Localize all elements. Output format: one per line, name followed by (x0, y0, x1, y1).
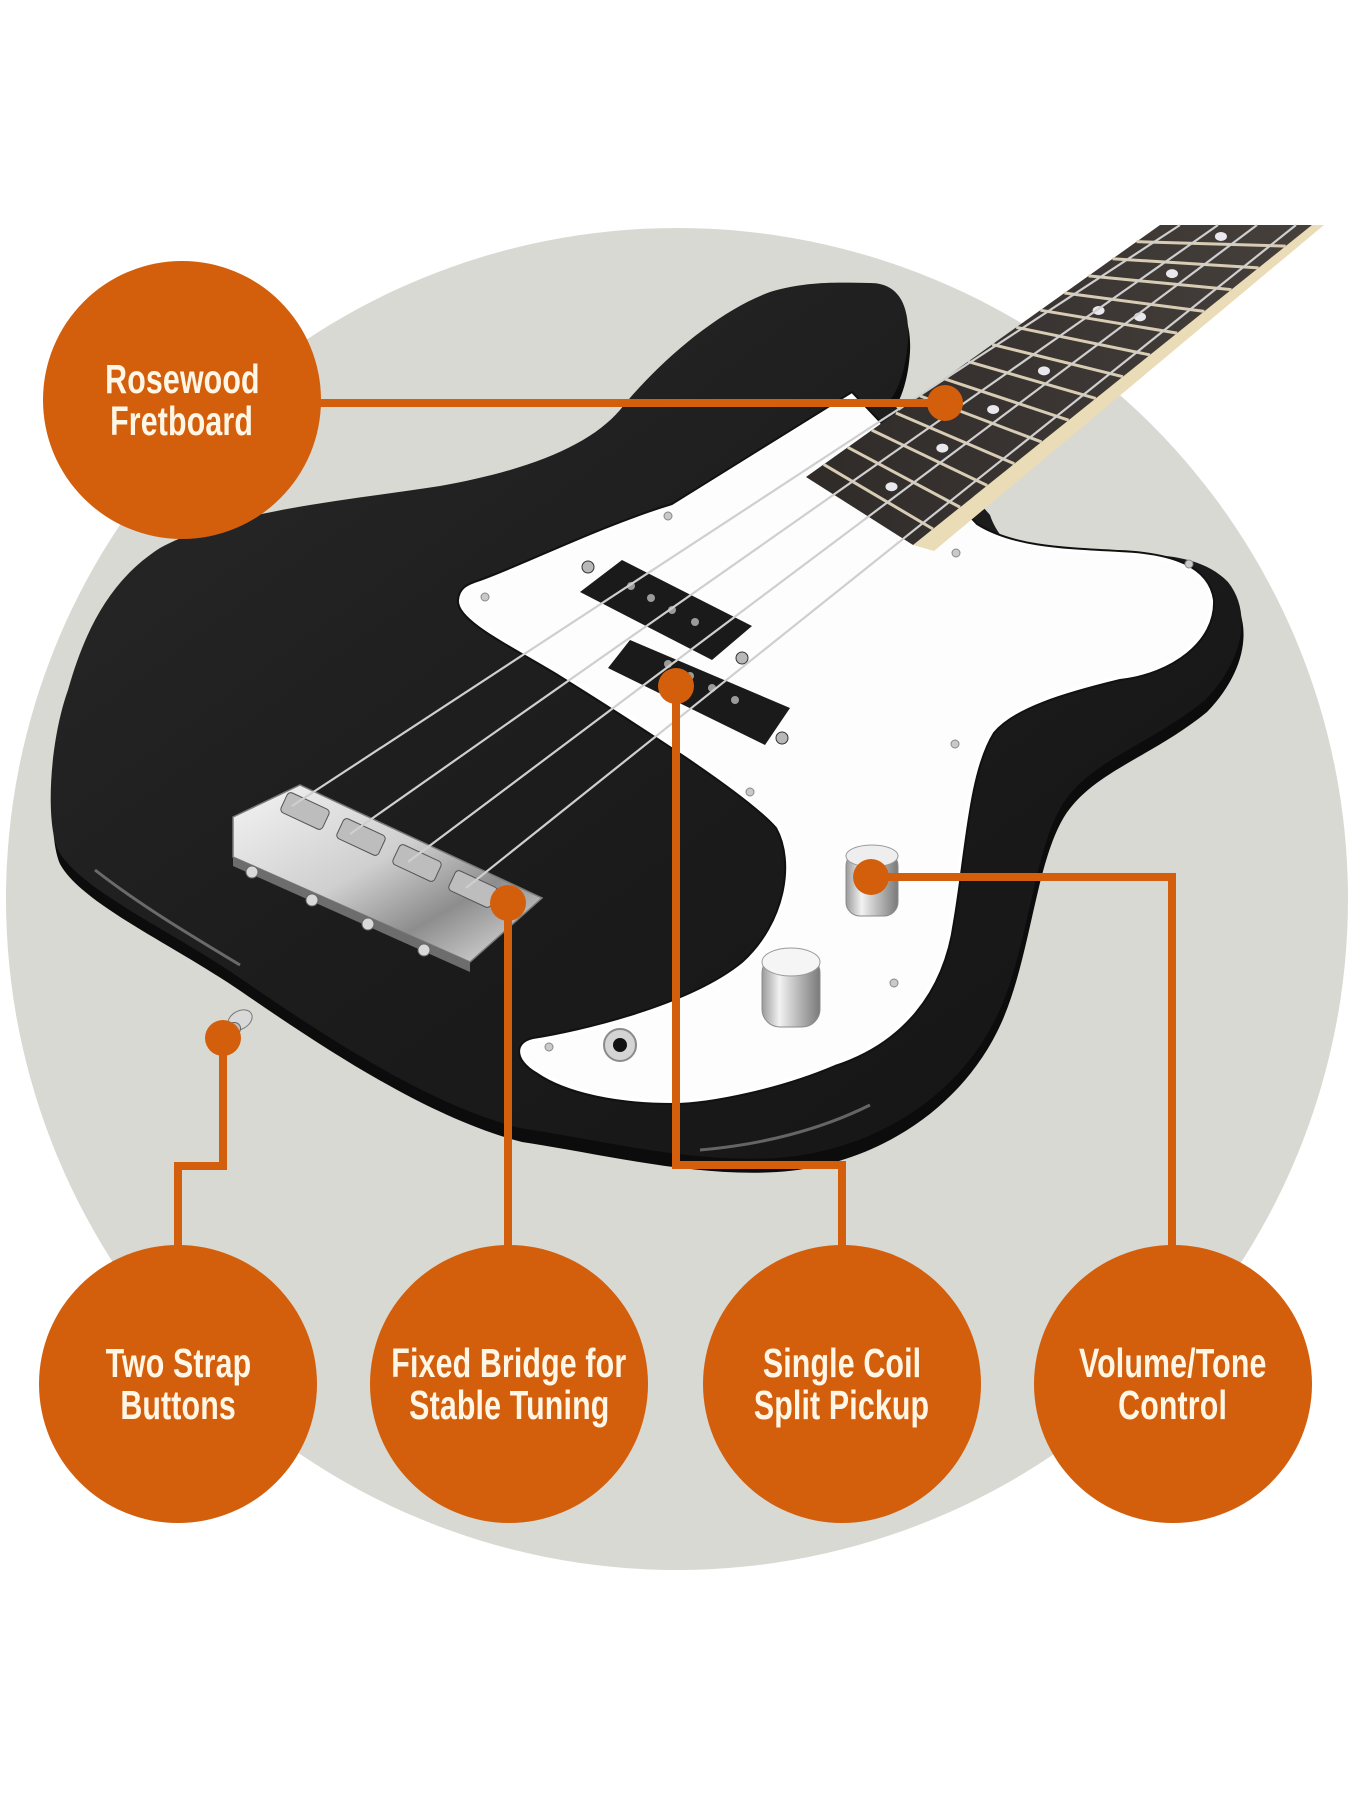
strings (291, 224, 1297, 889)
body-highlight (94, 868, 241, 967)
callout-label: Control (1118, 1382, 1228, 1428)
callout-two-strap-buttons: Two Strap Buttons (39, 1245, 317, 1523)
callout-label: Fretboard (110, 398, 254, 444)
volume-knob (845, 844, 899, 917)
callout-label: Two Strap (105, 1340, 251, 1386)
callout-label: Fixed Bridge for (391, 1340, 627, 1386)
bridge (232, 784, 544, 972)
rosewood-fretboard (806, 225, 1312, 545)
callout-single-coil-split-pickup: Single Coil Split Pickup (703, 1245, 981, 1523)
callout-volume-tone-control: Volume/Tone Control (1034, 1245, 1312, 1523)
callout-label: Split Pickup (754, 1382, 930, 1428)
tone-knob (761, 947, 821, 1028)
callout-label: Volume/Tone (1079, 1340, 1267, 1386)
callout-fixed-bridge: Fixed Bridge for Stable Tuning (370, 1245, 648, 1523)
callout-label: Rosewood (104, 356, 260, 402)
callout-label: Stable Tuning (408, 1382, 610, 1428)
callout-label: Buttons (120, 1382, 236, 1428)
neck-side (913, 225, 1324, 551)
frets (822, 240, 1286, 531)
callout-label: Single Coil (762, 1340, 922, 1386)
output-jack (603, 1028, 637, 1062)
callout-rosewood-fretboard: Rosewood Fretboard (43, 261, 321, 539)
